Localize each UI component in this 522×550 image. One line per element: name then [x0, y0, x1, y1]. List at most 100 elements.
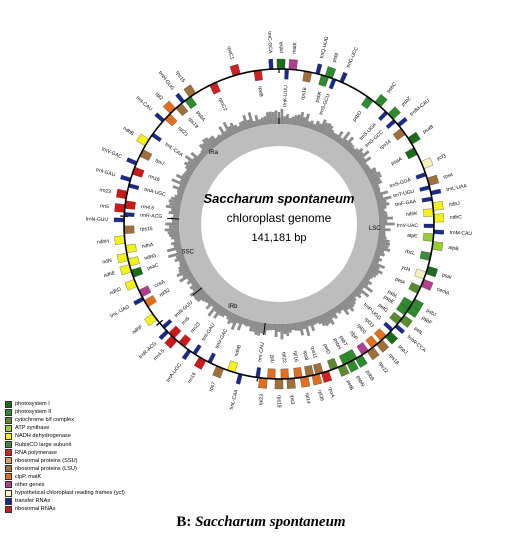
gene-block: [128, 183, 140, 190]
gene-label: rpoC2: [217, 97, 228, 112]
gene-label: psbJ: [425, 308, 438, 319]
gc-tick: [359, 156, 372, 167]
gc-tick: [378, 227, 391, 232]
gene-label: rpl16: [292, 351, 299, 363]
gene-block: [419, 185, 431, 192]
gene-label: rpl22: [280, 352, 286, 364]
caption-prefix: B:: [176, 514, 192, 530]
gc-tick: [375, 195, 392, 203]
gene-label: ndhB: [122, 126, 136, 138]
gc-tick: [164, 227, 180, 232]
figure-caption: B: Saccharum spontaneum: [0, 514, 522, 531]
gc-tick: [370, 260, 386, 270]
gene-label: ndhK: [406, 211, 419, 218]
gc-tick: [167, 251, 184, 259]
gc-tick: [170, 196, 183, 203]
gc-tick: [366, 169, 377, 178]
gene-label: trnfM-CAU: [409, 98, 431, 118]
gene-label: trnS-GGA: [389, 177, 412, 190]
gene-label: rps11: [309, 346, 318, 359]
gc-tick: [373, 189, 381, 195]
gc-tick: [179, 178, 189, 185]
gc-tick: [171, 208, 181, 213]
gc-tick: [179, 260, 188, 267]
gene-label: rps19: [187, 116, 200, 130]
legend-swatch: [5, 465, 12, 473]
gene-label: rpoC1: [225, 46, 235, 61]
gc-tick: [346, 295, 356, 306]
gc-tick: [168, 233, 180, 237]
gc-tick: [360, 279, 369, 287]
gc-tick: [318, 119, 327, 134]
gc-tick: [170, 235, 181, 240]
legend-item: ATP synthase: [5, 424, 155, 432]
map-genome-size: 141,181 bp: [251, 232, 306, 244]
gene-block: [144, 313, 158, 327]
gene-block: [433, 213, 445, 223]
gene-block: [258, 377, 268, 389]
gc-tick: [191, 283, 201, 292]
gene-label: trnL-UAG: [109, 304, 130, 319]
gene-block: [164, 335, 178, 349]
gene-block: [114, 203, 126, 213]
gene-label: rps15: [140, 226, 153, 232]
gc-tick: [189, 285, 203, 297]
gc-tick: [230, 314, 240, 331]
gc-tick: [332, 307, 338, 314]
gc-tick: [344, 142, 353, 151]
gene-block: [113, 217, 125, 223]
gene-label: ndhG: [144, 253, 157, 262]
gene-label: rps3: [289, 394, 296, 404]
gc-tick: [290, 116, 295, 126]
gc-tick: [176, 192, 184, 197]
legend-swatch: [5, 408, 12, 416]
gc-tick: [178, 258, 187, 264]
legend-item: clpP, matK: [5, 473, 155, 481]
gc-tick: [308, 120, 314, 130]
gene-label: ndhE: [103, 270, 117, 279]
gene-label: rps16: [300, 87, 308, 101]
gene-block: [392, 128, 406, 141]
gc-tick: [354, 151, 364, 161]
gc-tick: [175, 253, 185, 259]
gc-tick: [269, 323, 273, 331]
gene-label: rps15: [174, 70, 186, 84]
gene-label: rpl32: [158, 287, 171, 298]
gc-tick: [334, 305, 342, 315]
gene-label: rrn23: [99, 187, 112, 195]
gc-tick: [288, 323, 292, 333]
gc-tick: [260, 322, 265, 334]
gc-tick: [254, 321, 260, 335]
gc-tick: [168, 211, 180, 215]
gc-tick: [352, 147, 364, 159]
gene-label: ycf4: [400, 265, 411, 274]
gc-tick: [171, 240, 181, 246]
gc-tick: [325, 125, 334, 137]
gc-tick: [377, 208, 385, 213]
gc-tick: [348, 147, 356, 155]
gc-tick: [293, 114, 298, 126]
gc-tick: [178, 265, 190, 273]
gene-label: ndhC: [450, 214, 463, 220]
gc-tick: [226, 311, 233, 321]
gene-block: [124, 200, 136, 210]
gc-tick: [271, 111, 276, 125]
gc-tick: [327, 309, 335, 319]
gc-tick: [242, 114, 250, 130]
gc-tick: [313, 120, 320, 132]
gc-tick: [368, 265, 383, 275]
gc-tick: [201, 142, 212, 153]
gene-label: psaJ: [397, 344, 409, 356]
gc-tick: [214, 304, 222, 313]
gene-label: psaA: [390, 156, 403, 167]
gene-label: rps4: [443, 172, 454, 180]
gene-block: [143, 295, 157, 308]
legend-label: photosystem I: [15, 401, 50, 408]
gc-tick: [371, 258, 380, 264]
gc-tick: [256, 322, 263, 336]
gc-tick: [248, 320, 255, 332]
gc-tick: [189, 281, 199, 290]
gene-label: trnL-CAA: [229, 388, 240, 410]
gene-block: [276, 58, 286, 70]
